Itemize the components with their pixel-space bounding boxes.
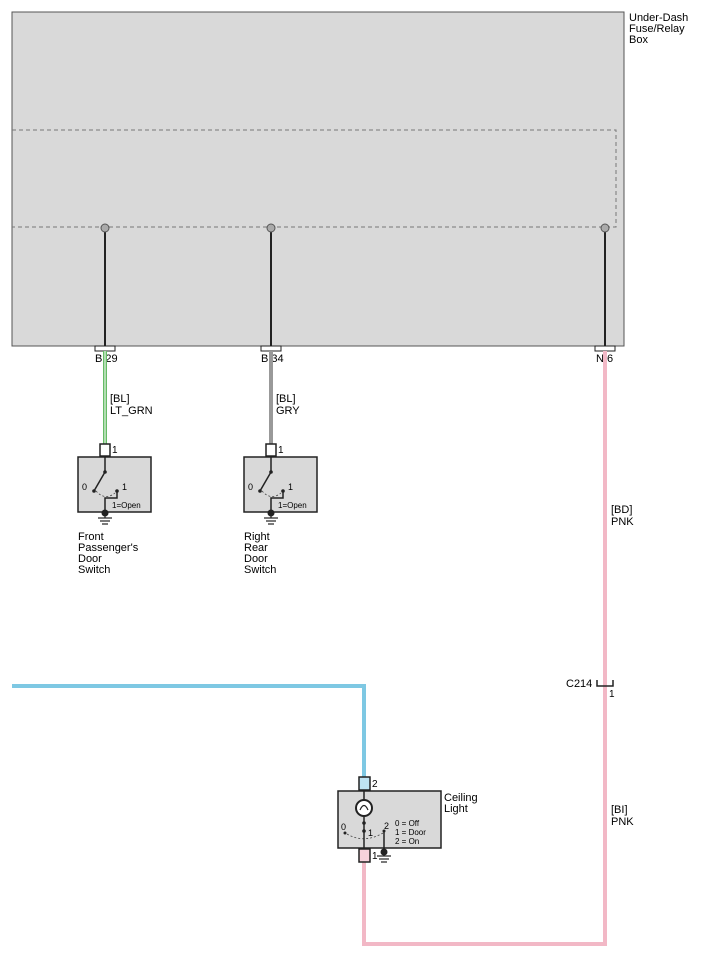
switch-rear-pin-label: 1 [278,445,284,456]
connector-c214-pin: 1 [609,689,615,700]
switch-front-contact-0 [92,489,96,493]
switch-front-name-line3: Door [78,553,102,565]
switch-rear-name-line2: Rear [244,542,268,554]
ceiling-light-name-line1: Ceiling [444,792,478,804]
splice-node-b29 [100,223,110,233]
ceiling-light-legend3: 2 = On [395,837,419,846]
ceiling-light-pin2-connector [358,776,371,791]
ceiling-light-legend2: 1 = Door [395,828,426,837]
wire-color-lt-grn: LT_GRN [110,405,153,417]
switch-front-pin-connector [99,443,111,457]
wire-code-gry: [BL] [276,393,296,405]
ceiling-light-legend1: 0 = Off [395,819,420,828]
front-passenger-door-switch: 1 0 1 1=Open Front Passenger's Door Swit… [77,443,152,576]
wire-code-pnk-lower: [BI] [611,804,628,816]
ceiling-light: 2 0 1 2 0 = Off 1 = Door 2 = On 1 Ceilin… [337,776,478,863]
connector-c214-symbol [596,680,614,687]
wire-color-pnk-lower: PNK [611,816,634,828]
wire-pnk [362,351,607,946]
switch-rear-dash-link [261,490,282,497]
ceiling-light-body [337,790,442,849]
switch-front-legend: 1=Open [112,501,141,510]
pin-connector-n6 [594,345,616,352]
switch-rear-pin-connector [265,443,277,457]
switch-front-pin-label: 1 [112,445,118,456]
ground-icon [98,513,112,525]
switch-front-name-line2: Passenger's [78,542,139,554]
switch-front-ground-lead [104,491,118,512]
ceiling-light-bulb-icon [355,799,373,817]
pin-connector-b29 [94,345,116,352]
fuse-box-label-line3: Box [629,34,648,46]
connector-c214-label: C214 [566,678,592,690]
switch-rear-blade [259,471,272,492]
switch-front-dash-link [95,490,116,497]
ceiling-light-pos0: 0 [341,822,346,832]
ground-icon [264,513,278,525]
ceiling-light-filament [359,804,369,811]
switch-front-blade [93,471,106,492]
switch-rear-body [243,456,318,513]
ceiling-light-pin2-label: 2 [372,779,378,790]
ceiling-light-contact-0 [343,831,347,835]
splice-node-b34 [266,223,276,233]
fuse-relay-box [11,11,625,347]
fuse-box-label-line1: Under-Dash [629,12,688,24]
switch-rear-name-line3: Door [244,553,268,565]
switch-rear-pos1: 1 [288,482,293,492]
ceiling-light-node-a [362,821,366,825]
ceiling-light-name-line2: Light [444,803,468,815]
switch-front-name-line4: Switch [78,564,110,576]
wire-color-pnk-upper: PNK [611,516,634,528]
wire-code-pnk-upper: [BD] [611,504,632,516]
switch-rear-pos0: 0 [248,482,253,492]
ceiling-light-pin1-connector [358,848,371,863]
wire-color-gry: GRY [276,405,300,417]
ceiling-light-pos2: 2 [384,821,389,831]
switch-rear-legend: 1=Open [278,501,307,510]
right-rear-door-switch: 1 0 1 1=Open Right Rear Door Switch [243,443,318,576]
switch-front-pos0: 0 [82,482,87,492]
switch-rear-contact-0 [258,489,262,493]
splice-node-n6 [600,223,610,233]
switch-front-name-line1: Front [78,531,104,543]
pin-connector-b34 [260,345,282,352]
ceiling-light-pos1: 1 [368,828,373,838]
switch-rear-name-line1: Right [244,531,270,543]
switch-front-body [77,456,152,513]
fuse-box-dashed-region [12,129,617,228]
ground-icon [377,852,391,863]
switch-rear-name-line4: Switch [244,564,276,576]
switch-front-pos1: 1 [122,482,127,492]
switch-rear-ground-lead [270,491,284,512]
wire-code-lt-grn: [BL] [110,393,130,405]
wire-blu [12,684,366,778]
ceiling-light-pin1-label: 1 [372,851,378,862]
fuse-box-label-line2: Fuse/Relay [629,23,685,35]
